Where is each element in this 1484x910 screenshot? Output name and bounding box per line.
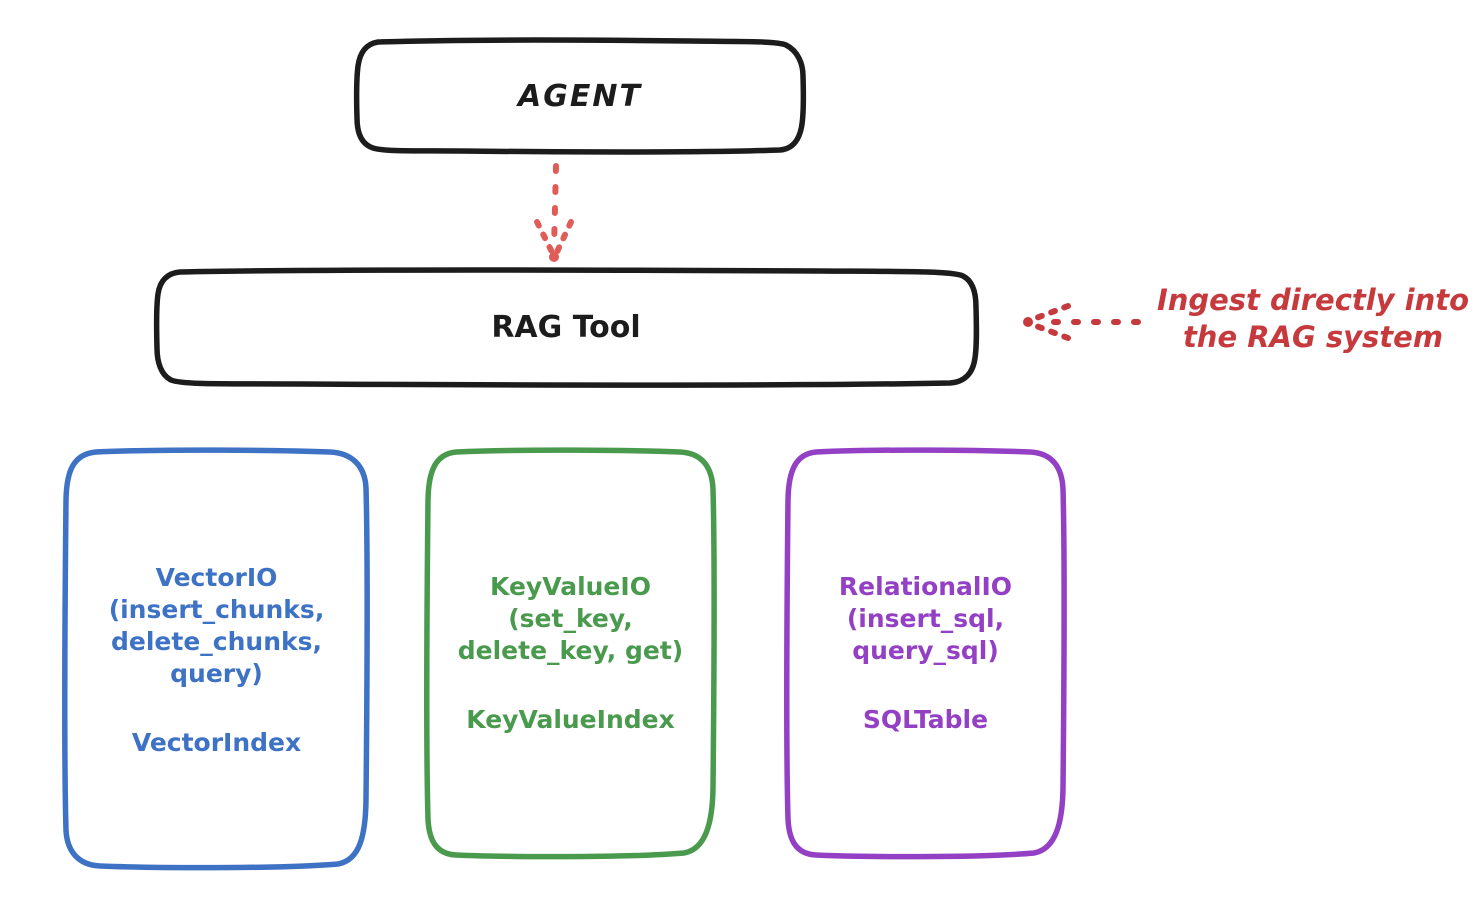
- ingest-arrowhead-upper: [1028, 303, 1071, 323]
- ingest-connector: [1023, 303, 1141, 341]
- provider-node-relational[interactable]: [784, 447, 1067, 860]
- agent-box-outline: [353, 37, 807, 155]
- agent-to-rag-line: [551, 163, 559, 251]
- rag-tool-box-outline: [153, 267, 980, 388]
- rag-tool-node[interactable]: [153, 267, 980, 388]
- ingest-arrowhead-lower: [1028, 321, 1071, 341]
- agent-to-rag-arrowhead-left: [534, 219, 556, 257]
- relational-box-outline: [784, 447, 1067, 860]
- agent-node[interactable]: [353, 37, 807, 155]
- provider-node-vector[interactable]: [62, 447, 370, 871]
- vector-box-outline: [62, 447, 370, 871]
- ingest-arrow-tip: [1023, 317, 1033, 327]
- provider-node-keyvalue[interactable]: [424, 447, 717, 860]
- agent-to-rag-arrowhead-right: [553, 219, 574, 257]
- agent-to-rag-arrow-tip: [549, 252, 559, 262]
- agent-to-rag-connector: [534, 163, 574, 262]
- keyvalue-box-outline: [424, 447, 717, 860]
